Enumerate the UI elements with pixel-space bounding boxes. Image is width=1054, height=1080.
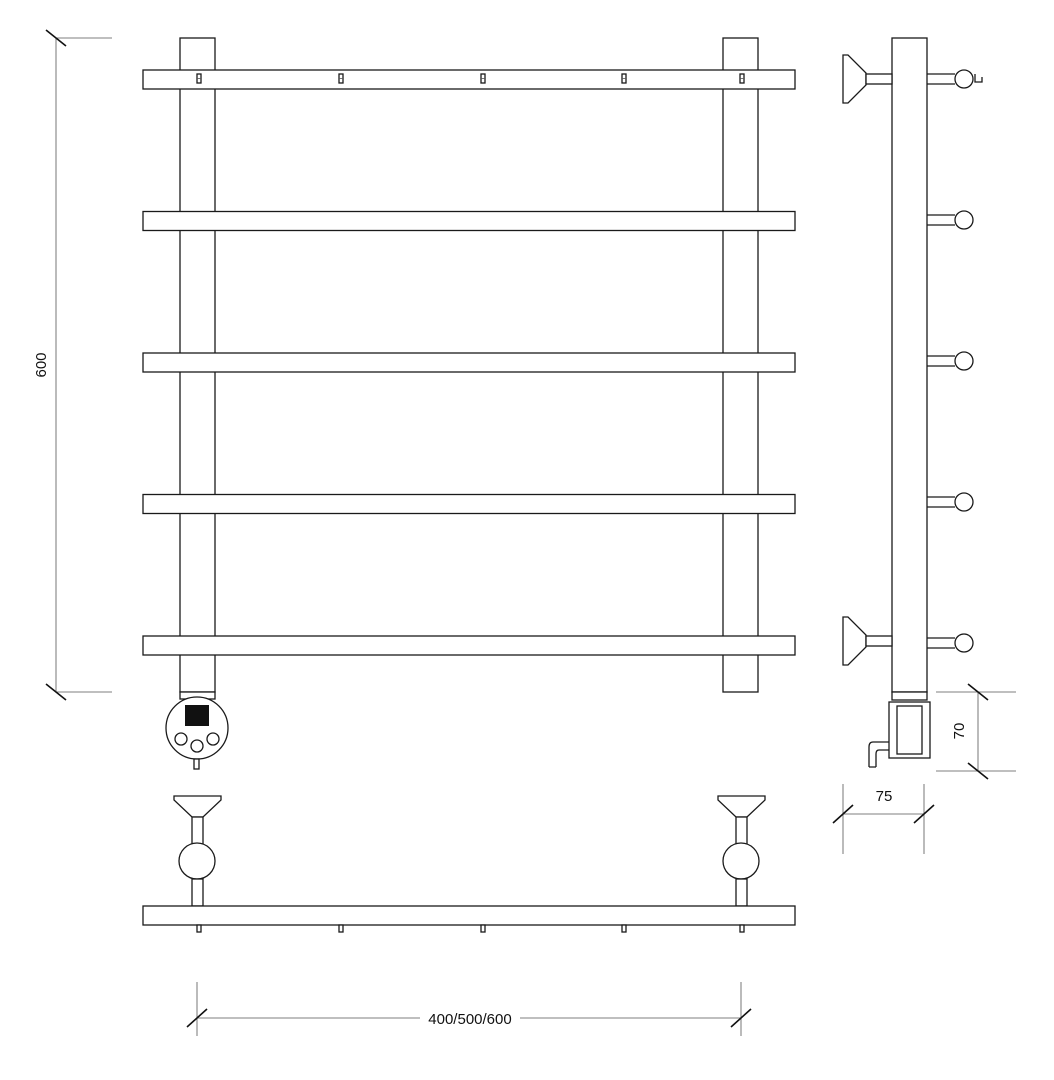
bar-mark [739, 924, 745, 933]
bar-mark [196, 924, 202, 933]
top-bracket-right [717, 795, 766, 907]
crossbar [142, 635, 796, 656]
heater-control [165, 696, 229, 770]
height-dimension: 600 [33, 29, 112, 701]
top-view-bar-marks [196, 924, 745, 933]
top-view-bar [142, 905, 796, 926]
heater-cable [193, 758, 200, 770]
side-hook-knob [954, 210, 974, 230]
heater-button-middle-icon [190, 739, 204, 753]
side-hook-knob [954, 69, 974, 89]
connector-cable-icon [868, 741, 889, 768]
crossbars-group [142, 69, 796, 656]
hook-tab-icon [974, 74, 983, 83]
side-hook-knob [954, 492, 974, 512]
front-view [142, 37, 796, 770]
side-view [842, 37, 983, 768]
connector-depth-dimension: 75 [832, 784, 935, 854]
crossbar [142, 69, 796, 90]
bar-mark [338, 924, 344, 933]
connector-height-dimension: 70 [936, 683, 1016, 780]
height-dimension-label: 600 [33, 352, 50, 377]
crossbar [142, 493, 796, 515]
top-bracket-left [173, 795, 222, 907]
heater-button-right-icon [206, 732, 220, 746]
side-hook-knob [954, 633, 974, 653]
heater-display-icon [185, 705, 209, 726]
connector-depth-label: 75 [876, 788, 893, 805]
side-connector [868, 691, 931, 768]
bar-mark [621, 924, 627, 933]
side-hook-knob [954, 351, 974, 371]
heater-button-left-icon [174, 732, 188, 746]
width-dimension: 400/500/600 [186, 982, 752, 1036]
wall-bracket-bottom [842, 616, 893, 666]
crossbar [142, 352, 796, 373]
top-view [142, 795, 796, 933]
bar-mark [480, 924, 486, 933]
crossbar [142, 210, 796, 232]
side-upright [891, 37, 928, 693]
wall-bracket-top [842, 54, 893, 104]
side-hooks-group [927, 69, 983, 653]
top-bar-marks [196, 73, 745, 84]
connector-height-label: 70 [951, 723, 968, 740]
width-dimension-label: 400/500/600 [428, 1011, 511, 1028]
